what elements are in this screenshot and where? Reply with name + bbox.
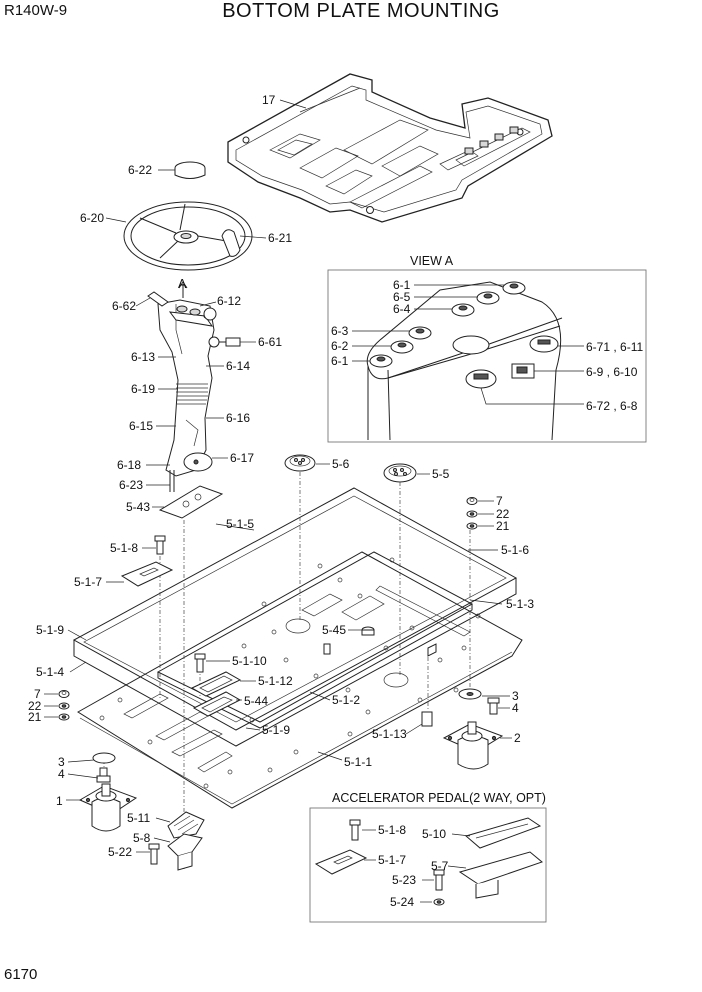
label-5-8: 5-8 xyxy=(133,831,151,845)
label-6-17: 6-17 xyxy=(230,451,254,465)
grommets: 5-6 5-5 xyxy=(284,454,450,483)
label-va-6-72: 6-72 , 6-8 xyxy=(586,399,638,413)
label-5-6: 5-6 xyxy=(332,457,350,471)
label-5-1-5: 5-1-5 xyxy=(226,517,254,531)
label-va-6-5: 6-5 xyxy=(393,290,411,304)
model-label: R140W-9 xyxy=(4,2,68,19)
view-a-box: VIEW A 6-1 6-5 6-4 6-3 6-2 6-1 6-71 , 6-… xyxy=(327,254,647,443)
label-5-1-12: 5-1-12 xyxy=(258,674,293,688)
label-ap-5-10: 5-10 xyxy=(422,827,446,841)
label-21a: 21 xyxy=(28,710,42,724)
label-6-22: 6-22 xyxy=(128,163,152,177)
label-22a: 22 xyxy=(28,699,42,713)
washers-left: 7 22 21 xyxy=(28,687,70,724)
bolt-bracket-left: 5-1-8 5-1-7 xyxy=(74,535,174,589)
label-6-13: 6-13 xyxy=(131,350,155,364)
label-1: 1 xyxy=(56,794,63,808)
frame-5-1-5: 5-1-5 xyxy=(72,487,518,731)
switch-knobs xyxy=(369,281,559,389)
leader-5-1-3 xyxy=(469,599,503,605)
label-6-61: 6-61 xyxy=(258,335,282,349)
label-va-6-71: 6-71 , 6-11 xyxy=(586,340,643,354)
label-5-45: 5-45 xyxy=(322,623,346,637)
label-4a: 4 xyxy=(58,767,65,781)
steering-wheel: 6-22 6-20 6-21 xyxy=(80,161,292,271)
frame-5-1-4: 5-1-4 5-1-9 xyxy=(36,578,517,747)
label-6-12: 6-12 xyxy=(217,294,241,308)
small-parts: 5-45 5-1-13 xyxy=(322,623,437,741)
label-5-1-10: 5-1-10 xyxy=(232,654,267,668)
label-5-44: 5-44 xyxy=(244,694,268,708)
label-va-6-2: 6-2 xyxy=(331,339,349,353)
label-6-23: 6-23 xyxy=(119,478,143,492)
label-6-62: 6-62 xyxy=(112,299,136,313)
label-5-1-7: 5-1-7 xyxy=(74,575,102,589)
washers-right: 7 22 21 xyxy=(466,494,510,533)
label-6-21: 6-21 xyxy=(268,231,292,245)
page-title: BOTTOM PLATE MOUNTING xyxy=(0,0,702,23)
label-va-6-3: 6-3 xyxy=(331,324,349,338)
view-a-title: VIEW A xyxy=(410,254,454,268)
label-2: 2 xyxy=(514,731,521,745)
label-6-16: 6-16 xyxy=(226,411,250,425)
label-22b: 22 xyxy=(496,507,510,521)
bottom-plate: 5-1-1 xyxy=(77,551,523,809)
label-6-20: 6-20 xyxy=(80,211,104,225)
label-6-14: 6-14 xyxy=(226,359,250,373)
label-3a: 3 xyxy=(58,755,65,769)
label-7a: 7 xyxy=(34,687,41,701)
label-va-6-1a: 6-1 xyxy=(393,278,411,292)
label-5-1-9b: 5-1-9 xyxy=(262,723,290,737)
center-brackets: 5-1-10 5-1-12 5-44 5-1-9 xyxy=(190,653,293,737)
label-6-15: 6-15 xyxy=(129,419,153,433)
label-va-6-1b: 6-1 xyxy=(331,354,349,368)
label-5-11: 5-11 xyxy=(127,811,150,825)
label-6-18: 6-18 xyxy=(117,458,141,472)
page-number: 6170 xyxy=(4,966,38,983)
label-5-1-4: 5-1-4 xyxy=(36,665,64,679)
pedal-left: 5-11 5-8 5-22 xyxy=(108,811,205,871)
label-5-22: 5-22 xyxy=(108,845,132,859)
label-4b: 4 xyxy=(512,701,519,715)
label-ap-5-24: 5-24 xyxy=(390,895,414,909)
view-a-marker: A xyxy=(178,277,187,291)
mount-left: 3 4 1 xyxy=(56,752,138,832)
label-ap-5-23: 5-23 xyxy=(392,873,416,887)
steering-column: A 6-62 6-12 6-61 6-13 6-14 6-19 6-16 6-1… xyxy=(112,277,282,492)
label-5-1-13: 5-1-13 xyxy=(372,727,407,741)
floor-mat: 17 xyxy=(227,73,553,223)
label-5-43: 5-43 xyxy=(126,500,150,514)
label-5-1-9a: 5-1-9 xyxy=(36,623,64,637)
page-title-text: BOTTOM PLATE MOUNTING xyxy=(222,0,500,22)
mount-right: 3 4 2 xyxy=(442,688,521,770)
label-5-5: 5-5 xyxy=(432,467,450,481)
label-5-1-6: 5-1-6 xyxy=(501,543,529,557)
label-ap-5-1-7: 5-1-7 xyxy=(378,853,406,867)
label-17: 17 xyxy=(262,93,276,107)
label-7b: 7 xyxy=(496,494,503,508)
label-va-6-9: 6-9 , 6-10 xyxy=(586,365,638,379)
label-21b: 21 xyxy=(496,519,510,533)
label-6-19: 6-19 xyxy=(131,382,155,396)
accelerator-title: ACCELERATOR PEDAL(2 WAY, OPT) xyxy=(332,791,546,805)
label-va-6-4: 6-4 xyxy=(393,302,411,316)
label-5-1-1: 5-1-1 xyxy=(344,755,372,769)
accelerator-box: ACCELERATOR PEDAL(2 WAY, OPT) 5-1-8 5-1-… xyxy=(309,791,547,923)
label-3b: 3 xyxy=(512,689,519,703)
label-5-1-3: 5-1-3 xyxy=(506,597,534,611)
label-5-1-2: 5-1-2 xyxy=(332,693,360,707)
plate-5-43: 5-43 xyxy=(126,485,224,519)
label-ap-5-1-8: 5-1-8 xyxy=(378,823,406,837)
label-5-1-8: 5-1-8 xyxy=(110,541,138,555)
